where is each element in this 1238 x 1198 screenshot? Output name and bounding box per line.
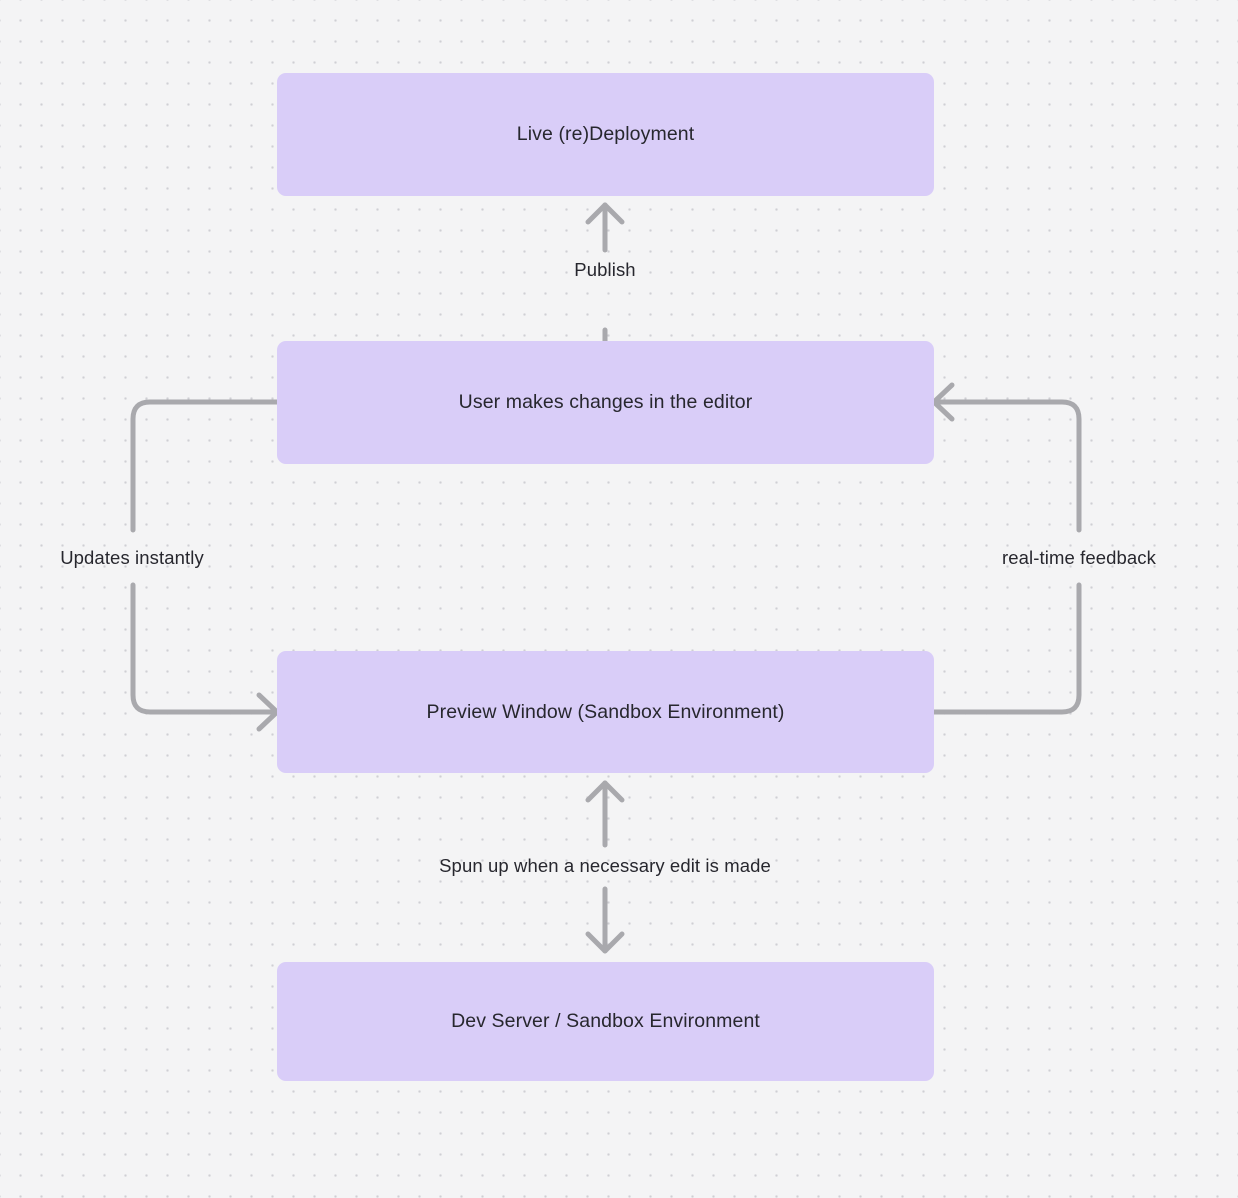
node-preview-window-label: Preview Window (Sandbox Environment) — [426, 700, 785, 723]
node-user-edits[interactable]: User makes changes in the editor — [277, 341, 934, 464]
edge-real-time-feedback-lower-segment — [931, 582, 1082, 715]
edge-label-updates-instantly: Updates instantly — [60, 546, 204, 568]
node-live-deployment[interactable]: Live (re)Deployment — [277, 73, 934, 196]
edge-label-spun-up: Spun up when a necessary edit is made — [439, 854, 771, 876]
edge-label-real-time-feedback: real-time feedback — [1002, 546, 1156, 568]
node-dev-server-label: Dev Server / Sandbox Environment — [451, 1010, 760, 1033]
node-preview-window[interactable]: Preview Window (Sandbox Environment) — [277, 651, 934, 773]
edge-label-publish: Publish — [574, 258, 636, 280]
edge-updates-instantly-arrowhead-icon — [256, 692, 280, 732]
node-dev-server[interactable]: Dev Server / Sandbox Environment — [277, 962, 934, 1081]
edge-spun-up-arrowhead-up-icon — [585, 780, 625, 803]
node-live-deployment-label: Live (re)Deployment — [516, 123, 695, 146]
node-user-edits-label: User makes changes in the editor — [458, 391, 753, 414]
edge-updates-instantly-upper-segment — [130, 399, 280, 533]
edge-publish-arrowhead-icon — [585, 202, 625, 225]
edge-real-time-feedback-arrowhead-icon — [931, 382, 955, 422]
edge-updates-instantly-lower-segment — [130, 582, 280, 715]
edge-spun-up-arrowhead-down-icon — [585, 931, 625, 954]
edge-real-time-feedback-upper-segment — [931, 399, 1082, 533]
